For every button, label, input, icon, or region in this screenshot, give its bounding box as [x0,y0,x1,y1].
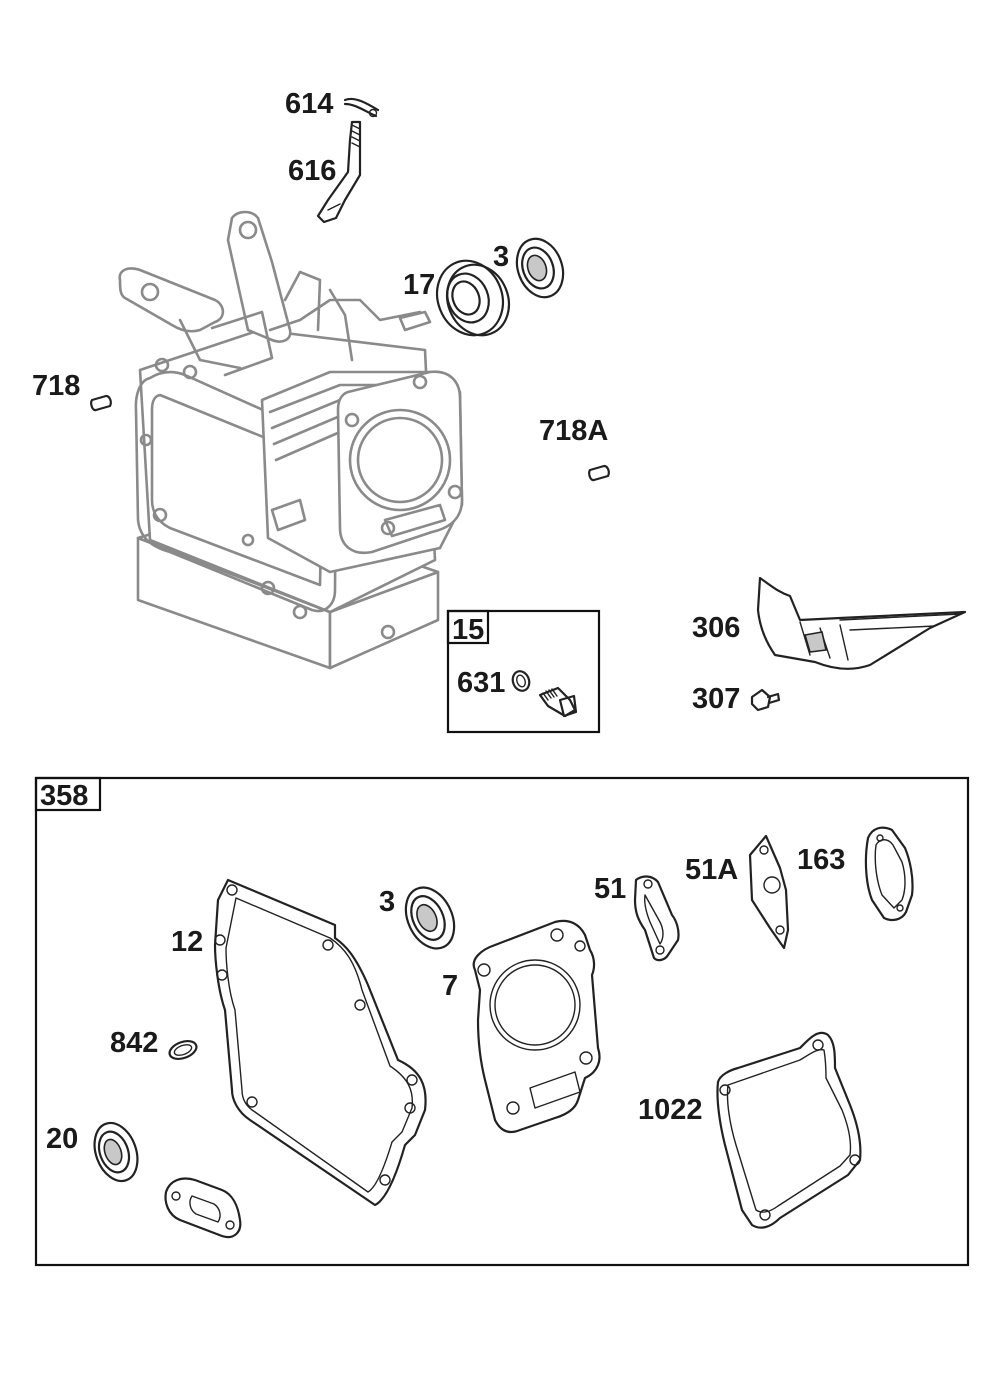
part-631-washer [511,670,531,692]
label-718: 718 [32,370,80,402]
part-15-drain-plug [538,686,578,718]
part-small-gasket [164,1177,242,1239]
label-718a: 718A [539,415,608,447]
gasket-kit-box-358-tag [34,776,102,812]
part-1022-rocker-gasket [716,1031,862,1229]
label-15: 15 [452,614,484,646]
part-616-link-rod [316,120,362,224]
label-616: 616 [288,155,336,187]
label-7: 7 [442,970,458,1002]
label-163: 163 [797,844,845,876]
label-842: 842 [110,1027,158,1059]
label-3-upper: 3 [493,241,509,273]
label-614: 614 [285,88,333,120]
kit-box-15 [446,609,601,734]
label-12: 12 [171,926,203,958]
part-718-dowel-pin [90,394,112,412]
part-614-cotter-pin [343,97,380,118]
label-358: 358 [40,780,88,812]
part-306-shroud [756,576,967,670]
part-842-o-ring-inner [173,1044,193,1056]
gasket-kit-box-358 [34,776,970,1267]
label-17: 17 [403,269,435,301]
label-51a: 51A [685,854,738,886]
kit-box-15-tag [446,609,490,645]
part-3-oil-seal-kit [404,886,456,950]
label-1022: 1022 [638,1094,703,1126]
label-51: 51 [594,873,626,905]
part-163-cover-gasket [864,826,914,922]
part-51a-gasket [748,834,790,950]
label-306: 306 [692,612,740,644]
engine-block-crankcase [118,210,464,670]
part-7-head-gasket [472,919,601,1134]
label-631: 631 [457,667,505,699]
label-3-kit: 3 [379,886,395,918]
part-842-o-ring [168,1039,198,1061]
part-12-crankcase-gasket [213,878,427,1207]
part-718a-dowel-pin [588,464,610,482]
part-3-oil-seal-upper [515,237,565,299]
label-307: 307 [692,683,740,715]
part-51-gasket [633,875,680,962]
label-20: 20 [46,1123,78,1155]
part-20-oil-seal [93,1121,139,1183]
part-17-ball-bearing [435,259,511,337]
part-307-bolt [750,688,781,712]
